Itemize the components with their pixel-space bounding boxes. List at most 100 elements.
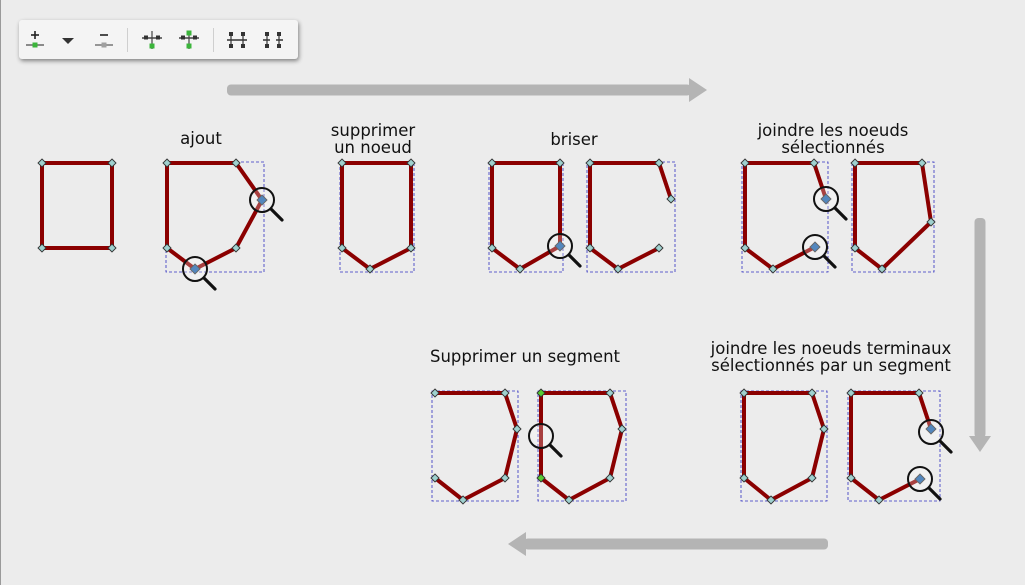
path-node	[337, 243, 347, 253]
bounding-box	[40, 161, 114, 250]
toolbar-separator	[213, 28, 214, 52]
magnifier-icon	[813, 186, 848, 221]
path-segment	[165, 161, 264, 271]
path-node	[365, 264, 375, 274]
bounding-box	[740, 390, 828, 502]
path-segment	[812, 162, 828, 200]
path-node	[337, 158, 347, 168]
label-joindre-l2: sélectionnés	[781, 138, 885, 157]
path-segment	[849, 391, 921, 502]
join-segment-icon[interactable]	[225, 28, 249, 52]
path-segment	[490, 161, 562, 271]
path-node	[231, 158, 241, 168]
insert-node-icon[interactable]	[23, 28, 47, 52]
path-node	[585, 158, 595, 168]
bounding-box	[586, 161, 676, 273]
path-node	[926, 217, 936, 227]
selected-node	[809, 241, 821, 253]
selected-node	[256, 194, 268, 206]
magnifier-icon	[528, 423, 563, 458]
path-node	[500, 473, 510, 483]
join-nodes-icon[interactable]	[140, 28, 164, 52]
path-node	[819, 424, 829, 434]
path-node	[564, 495, 574, 505]
path-node	[430, 388, 440, 398]
path-segment	[853, 161, 933, 271]
label-supprimer-segment: Supprimer un segment	[429, 347, 621, 366]
bounding-box	[537, 390, 627, 502]
path-node	[430, 473, 440, 483]
path-node	[500, 388, 510, 398]
path-node	[617, 424, 627, 434]
path-node	[846, 388, 856, 398]
path-node	[536, 473, 546, 483]
path-segment	[588, 161, 660, 271]
path-node	[487, 158, 497, 168]
path-node	[487, 243, 497, 253]
label-joindre-terminaux-l1: joindre les noeuds terminaux	[710, 339, 952, 358]
path-node	[809, 158, 819, 168]
break-path-icon[interactable]	[177, 28, 201, 52]
path-node	[512, 424, 522, 434]
path-segment	[539, 391, 624, 502]
delete-segment-icon[interactable]	[261, 28, 285, 52]
chevron-down-icon[interactable]	[56, 28, 80, 52]
bounding-box	[741, 161, 829, 273]
path-segment	[917, 392, 933, 430]
path-node	[107, 158, 117, 168]
path-node	[37, 243, 47, 253]
selected-node	[820, 193, 832, 205]
path-node	[162, 243, 172, 253]
path-node	[850, 158, 860, 168]
path-node	[605, 388, 615, 398]
path-node	[605, 473, 615, 483]
path-node	[654, 158, 664, 168]
path-segment	[742, 391, 826, 502]
label-ajout: ajout	[180, 129, 222, 148]
path-segment	[657, 162, 673, 200]
path-node	[107, 243, 117, 253]
bounding-box	[431, 390, 519, 502]
path-node	[877, 264, 887, 274]
path-node	[807, 388, 817, 398]
label-briser: briser	[550, 130, 598, 149]
path-node	[914, 388, 924, 398]
magnifier-icon	[547, 233, 582, 268]
path-node	[739, 388, 749, 398]
bounding-box	[165, 161, 265, 273]
selected-node	[914, 473, 926, 485]
path-node	[162, 158, 172, 168]
path-node	[740, 158, 750, 168]
path-node	[555, 158, 565, 168]
label-supprimer-l2: un noeud	[334, 138, 412, 157]
path-node	[846, 473, 856, 483]
bounding-box	[339, 161, 415, 273]
path-node	[768, 264, 778, 274]
path-node	[515, 264, 525, 274]
path-node	[654, 243, 664, 253]
path-node	[231, 243, 241, 253]
path-node	[807, 473, 817, 483]
magnifier-icon	[802, 234, 837, 269]
path-segment	[340, 161, 413, 271]
selected-node	[554, 240, 566, 252]
path-node	[850, 243, 860, 253]
flow-arrow-right	[227, 78, 707, 102]
path-node	[406, 158, 416, 168]
magnifier-icon	[249, 187, 284, 222]
selected-node	[925, 423, 937, 435]
flow-arrow-down	[969, 218, 991, 452]
window-edge	[0, 0, 1, 585]
path-node	[739, 473, 749, 483]
node-toolbar	[19, 20, 298, 59]
magnifier-icon	[918, 419, 953, 454]
magnifier-icon	[182, 256, 217, 291]
path-node	[917, 158, 927, 168]
delete-node-icon[interactable]	[92, 28, 116, 52]
label-joindre-l1: joindre les noeuds	[757, 121, 909, 140]
path-node	[458, 495, 468, 505]
path-node	[874, 495, 884, 505]
label-supprimer-l1: supprimer	[330, 121, 416, 140]
